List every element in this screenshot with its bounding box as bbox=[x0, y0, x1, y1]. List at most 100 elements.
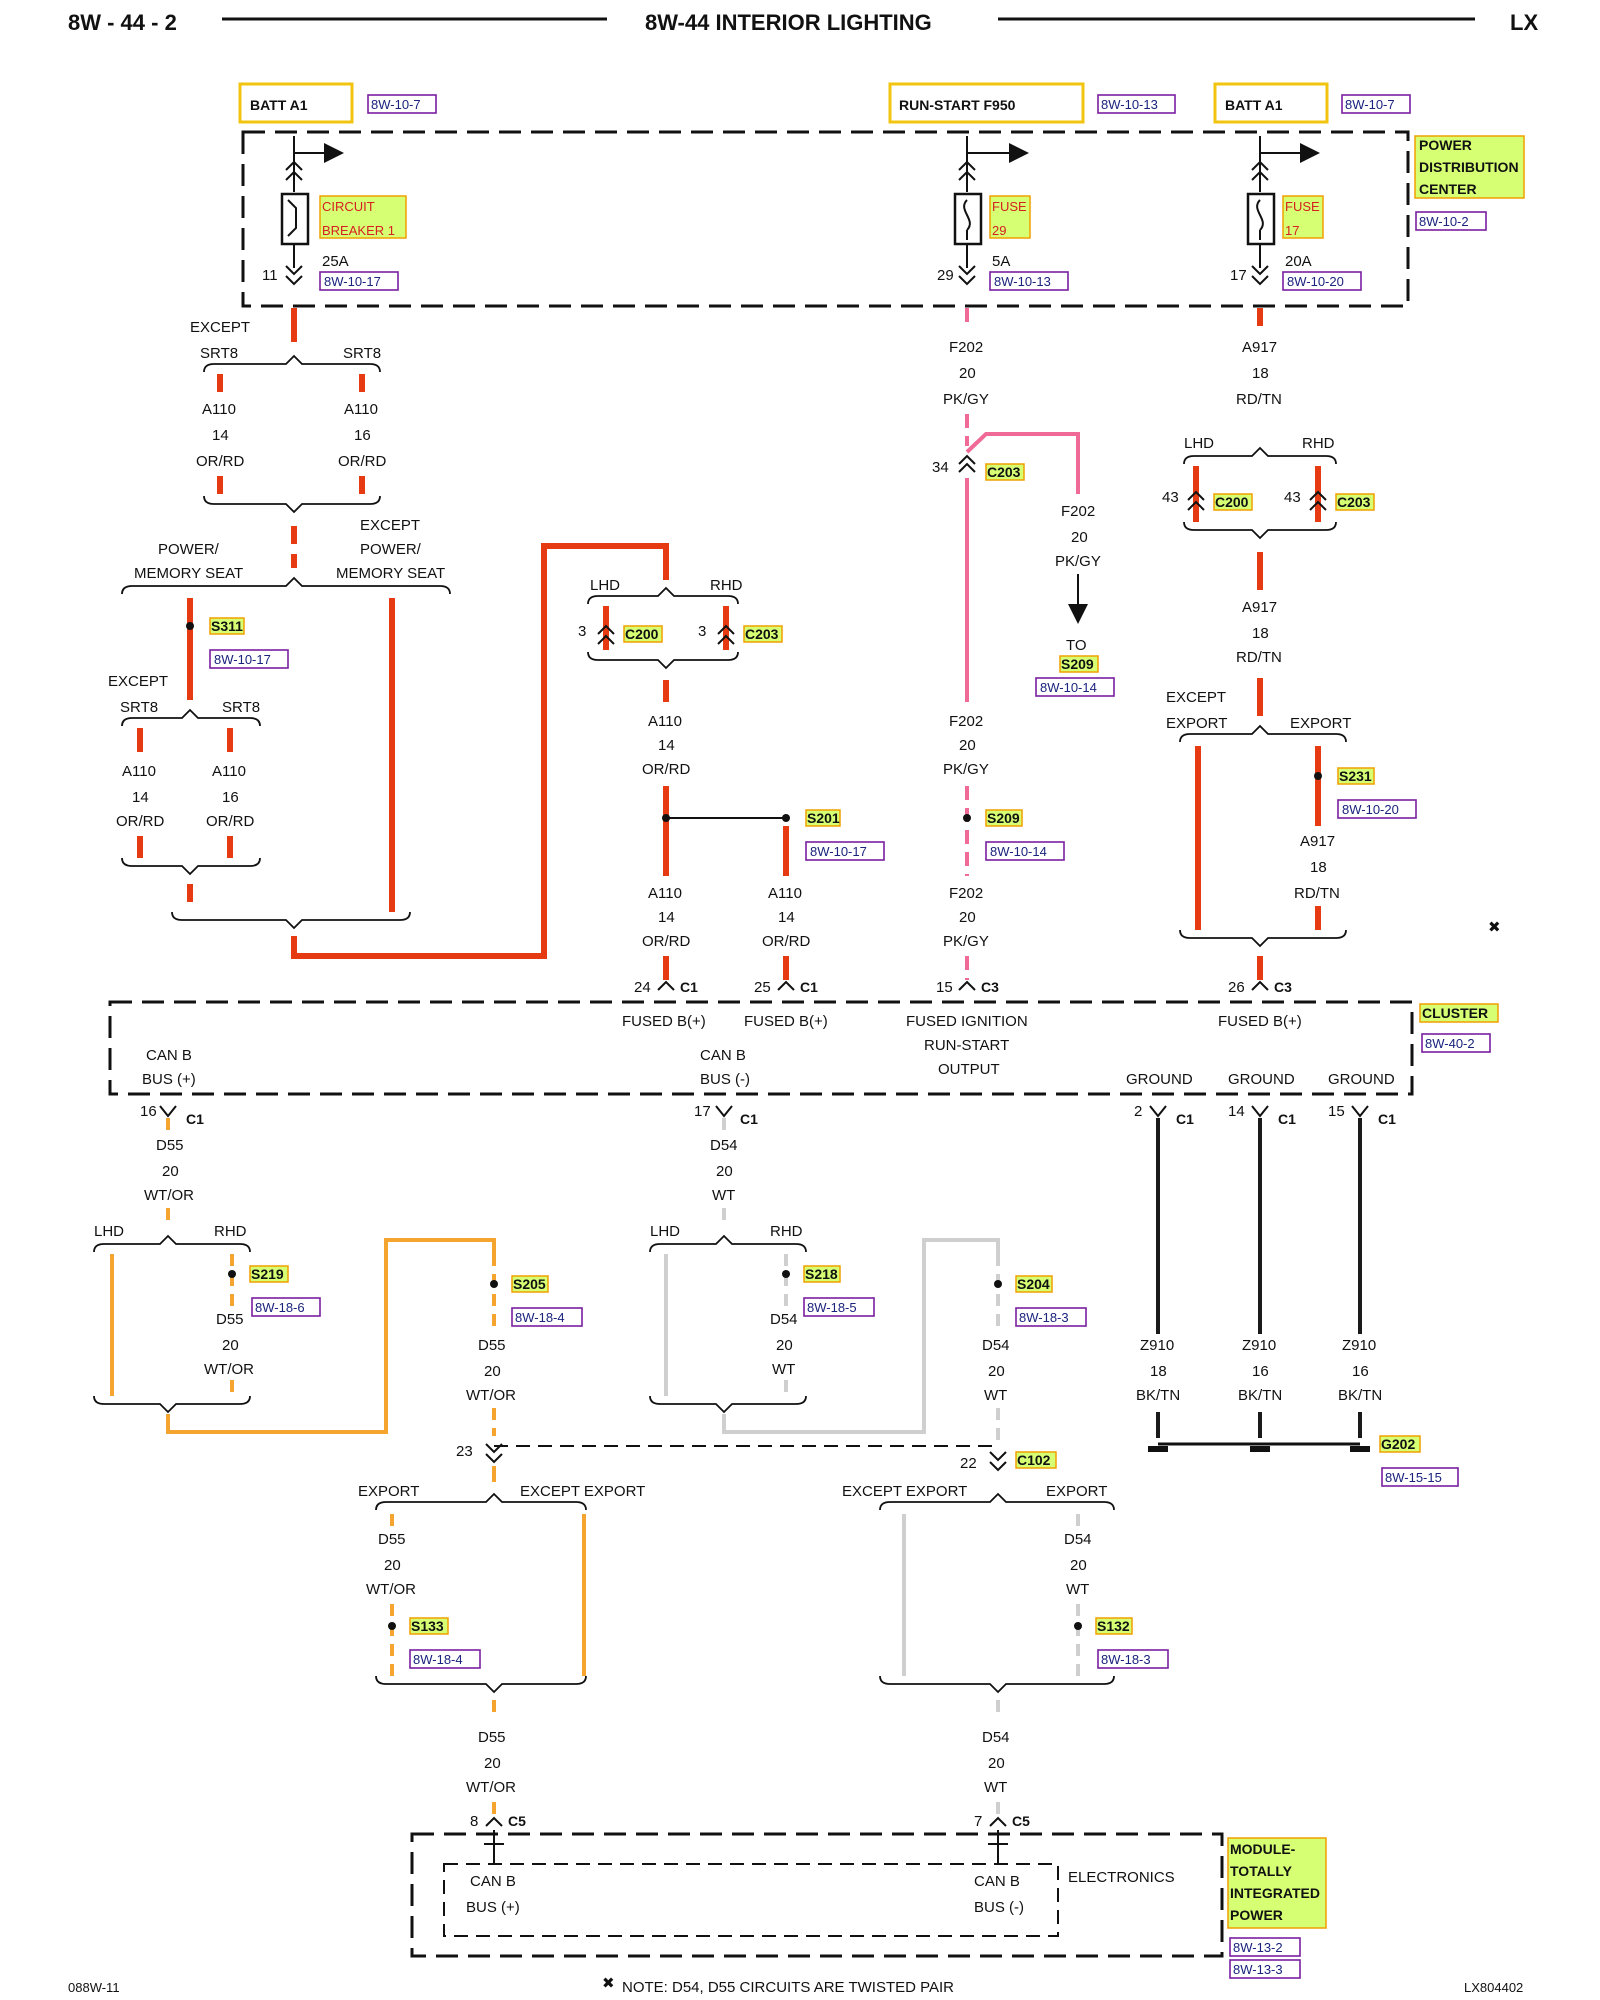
svg-text:3: 3 bbox=[698, 623, 706, 640]
svg-text:FUSE: FUSE bbox=[1285, 199, 1320, 214]
svg-text:CAN B: CAN B bbox=[974, 1873, 1020, 1890]
svg-text:OUTPUT: OUTPUT bbox=[938, 1061, 1000, 1078]
pdc-label: POWER DISTRIBUTION CENTER 8W-10-2 bbox=[1414, 135, 1525, 231]
svg-text:DISTRIBUTION: DISTRIBUTION bbox=[1419, 159, 1519, 175]
power-source-batt-a1-left: BATT A1 8W-10-7 bbox=[238, 82, 437, 124]
splice-s209-target: S209 bbox=[1061, 656, 1094, 672]
svg-text:FUSE: FUSE bbox=[992, 199, 1027, 214]
power-source-batt-a1-right: BATT A1 8W-10-7 bbox=[1213, 82, 1411, 124]
svg-text:BUS (+): BUS (+) bbox=[466, 1899, 520, 1916]
cluster-outline bbox=[108, 1000, 1414, 1096]
ref-link[interactable]: 8W-10-14 bbox=[990, 844, 1047, 859]
svg-text:D55: D55 bbox=[156, 1137, 184, 1154]
svg-text:20: 20 bbox=[384, 1557, 401, 1574]
ref-link[interactable]: 8W-18-6 bbox=[255, 1300, 305, 1315]
ref-link[interactable]: 8W-18-4 bbox=[515, 1310, 565, 1325]
ground-g202: G202 bbox=[1381, 1436, 1415, 1452]
svg-text:24: 24 bbox=[634, 979, 651, 996]
svg-text:PK/GY: PK/GY bbox=[943, 761, 989, 778]
svg-text:C1: C1 bbox=[680, 979, 698, 995]
svg-text:14: 14 bbox=[132, 789, 149, 806]
ref-link[interactable]: 8W-18-4 bbox=[413, 1652, 463, 1667]
svg-text:RUN-START F950: RUN-START F950 bbox=[899, 97, 1016, 113]
svg-text:A110: A110 bbox=[768, 885, 802, 902]
svg-text:D55: D55 bbox=[216, 1311, 244, 1328]
connector-c203-a917: C203 bbox=[1337, 494, 1371, 510]
svg-text:WT/OR: WT/OR bbox=[366, 1581, 416, 1598]
svg-text:11: 11 bbox=[262, 267, 278, 284]
svg-text:43: 43 bbox=[1284, 489, 1301, 506]
ref-link[interactable]: 8W-13-3 bbox=[1233, 1962, 1283, 1977]
svg-text:PK/GY: PK/GY bbox=[1055, 553, 1101, 570]
pdc-outline bbox=[241, 130, 1410, 308]
svg-text:C1: C1 bbox=[1278, 1111, 1296, 1127]
svg-text:A110: A110 bbox=[212, 763, 246, 780]
svg-text:LHD: LHD bbox=[590, 577, 620, 594]
svg-text:A917: A917 bbox=[1242, 339, 1277, 356]
svg-text:EXPORT: EXPORT bbox=[358, 1483, 419, 1500]
ref-link[interactable]: 8W-10-13 bbox=[994, 274, 1051, 289]
svg-text:A110: A110 bbox=[122, 763, 156, 780]
svg-text:WT: WT bbox=[772, 1361, 795, 1378]
svg-text:WT/OR: WT/OR bbox=[466, 1387, 516, 1404]
svg-text:BREAKER 1: BREAKER 1 bbox=[322, 223, 395, 238]
svg-text:F202: F202 bbox=[949, 885, 983, 902]
footer-code: 088W-11 bbox=[68, 1980, 120, 1995]
svg-text:GROUND: GROUND bbox=[1228, 1071, 1295, 1088]
svg-text:RHD: RHD bbox=[770, 1223, 803, 1240]
ref-link[interactable]: 8W-10-17 bbox=[324, 274, 381, 289]
ref-link[interactable]: 8W-15-15 bbox=[1385, 1470, 1442, 1485]
svg-text:20: 20 bbox=[162, 1163, 179, 1180]
ref-link[interactable]: 8W-10-20 bbox=[1287, 274, 1344, 289]
svg-text:FUSED B(+): FUSED B(+) bbox=[1218, 1013, 1302, 1030]
fuse-29: FUSE 29 5A 29 8W-10-13 bbox=[937, 136, 1069, 291]
svg-text:34: 34 bbox=[932, 459, 949, 476]
ref-link[interactable]: 8W-10-2 bbox=[1419, 214, 1469, 229]
svg-text:Z910: Z910 bbox=[1140, 1337, 1174, 1354]
ref-link[interactable]: 8W-10-13 bbox=[1101, 97, 1158, 112]
ref-link[interactable]: 8W-18-3 bbox=[1019, 1310, 1069, 1325]
ref-link[interactable]: 8W-10-17 bbox=[214, 652, 271, 667]
svg-text:EXCEPT EXPORT: EXCEPT EXPORT bbox=[842, 1483, 967, 1500]
svg-text:3: 3 bbox=[578, 623, 586, 640]
ref-link[interactable]: 8W-10-17 bbox=[810, 844, 867, 859]
svg-text:OR/RD: OR/RD bbox=[338, 453, 387, 470]
svg-text:MODULE-: MODULE- bbox=[1230, 1841, 1296, 1857]
svg-text:WT: WT bbox=[1066, 1581, 1089, 1598]
svg-text:14: 14 bbox=[778, 909, 795, 926]
svg-text:D54: D54 bbox=[770, 1311, 798, 1328]
svg-text:20: 20 bbox=[959, 365, 976, 382]
twist-marker: ✖ bbox=[1488, 919, 1501, 936]
svg-text:POWER/: POWER/ bbox=[360, 541, 422, 558]
svg-text:26: 26 bbox=[1228, 979, 1245, 996]
connector-c203-f202: C203 bbox=[987, 464, 1021, 480]
svg-text:17: 17 bbox=[1230, 267, 1247, 284]
ref-link[interactable]: 8W-18-5 bbox=[807, 1300, 857, 1315]
svg-text:18: 18 bbox=[1252, 365, 1269, 382]
svg-text:C1: C1 bbox=[740, 1111, 758, 1127]
tipm-outline bbox=[410, 1832, 1224, 1958]
svg-text:14: 14 bbox=[1228, 1103, 1245, 1120]
svg-text:A110: A110 bbox=[202, 401, 236, 418]
ref-link[interactable]: 8W-40-2 bbox=[1425, 1036, 1475, 1051]
ref-link[interactable]: 8W-18-3 bbox=[1101, 1652, 1151, 1667]
svg-text:BUS (-): BUS (-) bbox=[700, 1071, 750, 1088]
svg-text:25: 25 bbox=[754, 979, 771, 996]
svg-text:SRT8: SRT8 bbox=[222, 699, 260, 716]
svg-text:LHD: LHD bbox=[94, 1223, 124, 1240]
svg-text:20: 20 bbox=[1071, 529, 1088, 546]
vehicle-code: LX bbox=[1510, 10, 1538, 35]
svg-text:D54: D54 bbox=[982, 1337, 1010, 1354]
svg-text:C5: C5 bbox=[1012, 1813, 1030, 1829]
svg-text:16: 16 bbox=[1352, 1363, 1369, 1380]
ref-link[interactable]: 8W-10-7 bbox=[371, 97, 421, 112]
ref-link[interactable]: 8W-10-14 bbox=[1040, 680, 1097, 695]
ref-link[interactable]: 8W-10-20 bbox=[1342, 802, 1399, 817]
ref-link[interactable]: 8W-10-7 bbox=[1345, 97, 1395, 112]
svg-text:C3: C3 bbox=[981, 979, 999, 995]
svg-text:16: 16 bbox=[354, 427, 371, 444]
svg-text:C1: C1 bbox=[1176, 1111, 1194, 1127]
svg-text:BK/TN: BK/TN bbox=[1238, 1387, 1282, 1404]
ref-link[interactable]: 8W-13-2 bbox=[1233, 1940, 1283, 1955]
